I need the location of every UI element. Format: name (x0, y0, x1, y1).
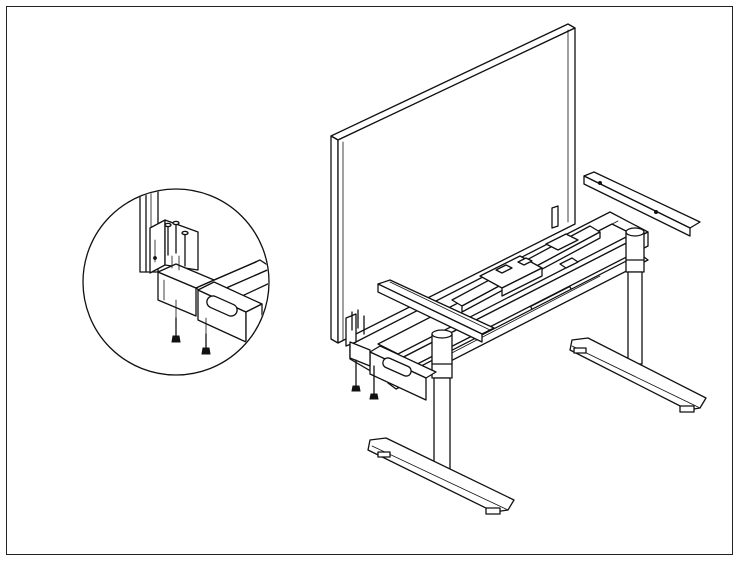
privacy-panel (330, 23, 576, 344)
callout-slot (206, 295, 238, 317)
crossbar-left (377, 279, 495, 343)
panel-bracket (345, 309, 371, 367)
bolts (351, 359, 379, 400)
callout-screws-top (164, 220, 189, 271)
leg-column-right (625, 227, 645, 365)
bracket-slot (382, 357, 412, 377)
detail-callout (82, 188, 270, 376)
foot-right (569, 337, 707, 413)
crossbar-right (583, 171, 701, 237)
callout-panel-bracket (149, 219, 199, 274)
foot-left (367, 437, 515, 515)
callout-end-cap (197, 281, 263, 343)
side-bracket-left (369, 345, 437, 401)
callout-bolts-bottom (171, 299, 211, 355)
rear-bracket (551, 205, 559, 229)
control-box (479, 233, 579, 297)
leg-column-left (431, 329, 453, 471)
